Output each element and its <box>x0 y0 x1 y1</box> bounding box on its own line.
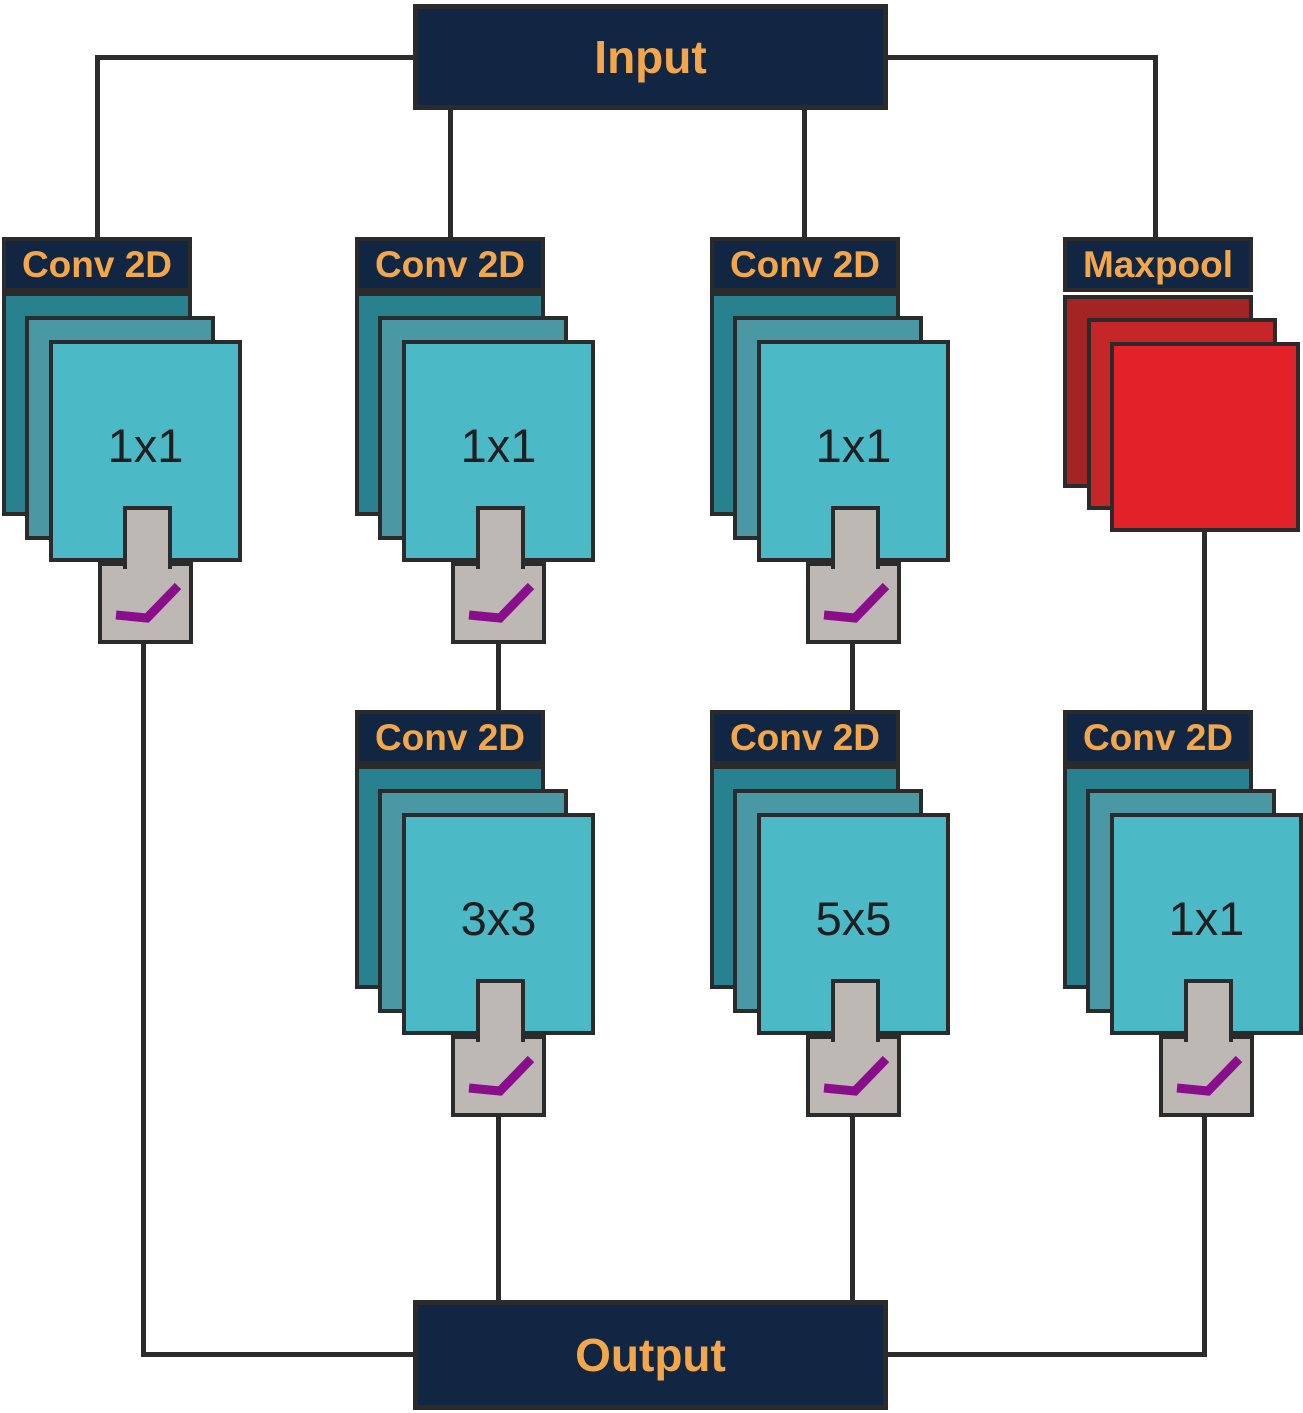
relu-activation-icon <box>823 582 890 623</box>
relu-plug <box>806 1035 901 1117</box>
kernel-size-label: 1x1 <box>107 418 184 472</box>
input-label: Input <box>594 31 707 83</box>
connector-line <box>141 640 146 1357</box>
output-label: Output <box>575 1329 726 1381</box>
connector-line <box>95 55 418 60</box>
relu-activation-icon <box>1176 1055 1243 1096</box>
relu-plug-stem <box>831 979 880 1042</box>
relu-plug <box>451 1035 546 1117</box>
connector-line <box>850 640 855 712</box>
relu-plug-stem <box>1184 979 1233 1042</box>
connector-line <box>95 55 100 237</box>
connector-line <box>885 55 1158 60</box>
kernel-size-label: 1x1 <box>460 418 537 472</box>
input-box: Input <box>413 4 888 110</box>
relu-plug <box>451 562 546 644</box>
connector-line <box>886 1352 1207 1357</box>
conv-block-branch2-first: Conv 2D 1x1 <box>355 237 597 644</box>
conv-block-branch4: Conv 2D 1x1 <box>1063 710 1303 1117</box>
kernel-size-label: 1x1 <box>815 418 892 472</box>
kernel-size-label: 5x5 <box>815 891 892 945</box>
relu-plug <box>98 562 193 644</box>
connector-line <box>448 108 453 237</box>
feature-map-front <box>402 813 595 1035</box>
kernel-size-label: 1x1 <box>1168 891 1245 945</box>
block-header: Conv 2D <box>1063 710 1253 765</box>
conv-block-branch1: Conv 2D 1x1 <box>2 237 244 644</box>
relu-activation-icon <box>468 1055 535 1096</box>
relu-activation-icon <box>468 582 535 623</box>
connector-line <box>850 1113 855 1303</box>
connector-line <box>496 1113 501 1303</box>
relu-activation-icon <box>115 582 182 623</box>
maxpool-block: Maxpool <box>1063 237 1303 644</box>
block-header: Conv 2D <box>355 237 545 292</box>
relu-plug <box>806 562 901 644</box>
block-title: Conv 2D <box>21 243 173 285</box>
relu-plug-stem <box>831 506 880 569</box>
kernel-size-label: 3x3 <box>460 891 537 945</box>
relu-plug-stem <box>476 979 525 1042</box>
conv-block-branch3-second: Conv 2D 5x5 <box>710 710 952 1117</box>
connector-line <box>496 640 501 712</box>
block-header: Conv 2D <box>2 237 192 292</box>
relu-plug-stem <box>476 506 525 569</box>
block-title: Conv 2D <box>729 716 881 758</box>
block-header: Conv 2D <box>355 710 545 765</box>
block-title: Conv 2D <box>729 243 881 285</box>
block-title: Conv 2D <box>374 243 526 285</box>
relu-plug-stem <box>123 506 172 569</box>
relu-activation-icon <box>823 1055 890 1096</box>
relu-plug <box>1159 1035 1254 1117</box>
output-box: Output <box>413 1300 888 1410</box>
block-header: Conv 2D <box>710 237 900 292</box>
pooled-map-front <box>1110 342 1300 532</box>
conv-block-branch3-first: Conv 2D 1x1 <box>710 237 952 644</box>
block-header: Conv 2D <box>710 710 900 765</box>
connector-line <box>1202 1113 1207 1357</box>
block-title: Conv 2D <box>1082 716 1234 758</box>
block-header: Maxpool <box>1063 237 1253 292</box>
connector-line <box>802 108 807 237</box>
block-title: Maxpool <box>1082 243 1234 285</box>
block-title: Conv 2D <box>374 716 526 758</box>
connector-line <box>1153 55 1158 237</box>
conv-block-branch2-second: Conv 2D 3x3 <box>355 710 597 1117</box>
connector-line <box>141 1352 416 1357</box>
connector-line <box>1202 530 1207 712</box>
